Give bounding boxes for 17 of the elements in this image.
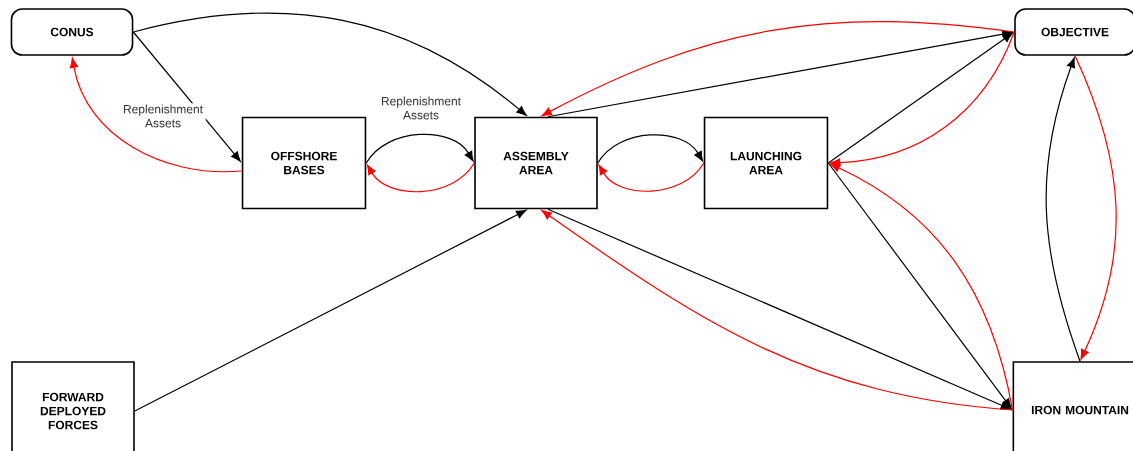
arrow [597, 134, 704, 164]
arrow [132, 31, 241, 162]
arrow [69, 57, 243, 173]
arrow [134, 209, 527, 412]
arrow [366, 162, 475, 193]
process-box: LAUNCHING AREA [703, 116, 829, 210]
arrow [1045, 57, 1081, 362]
process-box: OFFSHORE BASES [241, 116, 367, 210]
arrow [1074, 55, 1117, 360]
process-box: IRON MOUNTAIN [1012, 361, 1133, 451]
process-box: ASSEMBLY AREA [474, 116, 598, 210]
edge-label: Replenishment Assets [378, 95, 464, 121]
arrow [365, 133, 474, 164]
arrow [598, 162, 705, 192]
arrow [132, 12, 527, 116]
edge-label: Replenishment Assets [120, 103, 206, 129]
process-box: FORWARD DEPLOYED FORCES [11, 361, 135, 451]
